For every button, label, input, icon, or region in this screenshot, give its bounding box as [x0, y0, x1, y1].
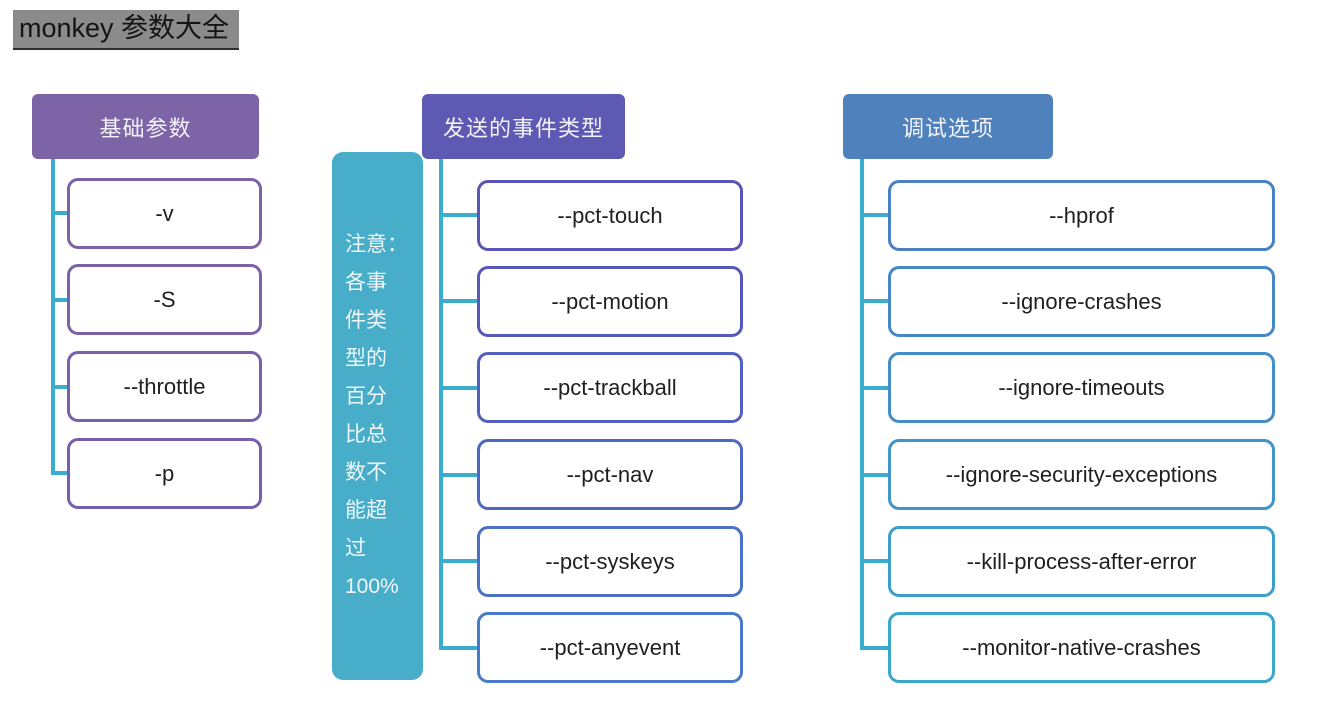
- connector-line: [439, 159, 443, 650]
- connector-line: [439, 386, 477, 390]
- param-node-pct-trackball: --pct-trackball: [477, 352, 743, 423]
- connector-line: [51, 211, 67, 215]
- param-node-throttle: --throttle: [67, 351, 262, 422]
- connector-line: [439, 213, 477, 217]
- param-node-monitor-native-crashes: --monitor-native-crashes: [888, 612, 1275, 683]
- param-node-pct-nav: --pct-nav: [477, 439, 743, 510]
- page-title: monkey 参数大全: [13, 10, 240, 50]
- param-node-ignore-timeouts: --ignore-timeouts: [888, 352, 1275, 423]
- connector-line: [860, 213, 888, 217]
- connector-line: [860, 646, 888, 650]
- param-node-pct-syskeys: --pct-syskeys: [477, 526, 743, 597]
- connector-line: [51, 471, 67, 475]
- connector-line: [439, 473, 477, 477]
- connector-line: [860, 559, 888, 563]
- param-node-p: -p: [67, 438, 262, 509]
- connector-line: [860, 473, 888, 477]
- connector-line: [439, 299, 477, 303]
- connector-line: [51, 385, 67, 389]
- note-percentage-limit: 注意： 各事 件类 型的 百分 比总 数不 能超 过 100%: [332, 152, 423, 680]
- connector-line: [439, 646, 477, 650]
- group-header-basic-params: 基础参数: [32, 94, 259, 159]
- param-node-kill-process-after-error: --kill-process-after-error: [888, 526, 1275, 597]
- param-node-v: -v: [67, 178, 262, 249]
- param-node-S: -S: [67, 264, 262, 335]
- connector-line: [51, 298, 67, 302]
- connector-line: [860, 386, 888, 390]
- group-header-event-types: 发送的事件类型: [422, 94, 625, 159]
- connector-line: [439, 559, 477, 563]
- connector-line: [860, 159, 864, 650]
- param-node-ignore-security-exceptions: --ignore-security-exceptions: [888, 439, 1275, 510]
- connector-line: [860, 299, 888, 303]
- param-node-pct-anyevent: --pct-anyevent: [477, 612, 743, 683]
- param-node-pct-motion: --pct-motion: [477, 266, 743, 337]
- param-node-hprof: --hprof: [888, 180, 1275, 251]
- param-node-pct-touch: --pct-touch: [477, 180, 743, 251]
- connector-line: [51, 159, 55, 475]
- group-header-debug-options: 调试选项: [843, 94, 1053, 159]
- param-node-ignore-crashes: --ignore-crashes: [888, 266, 1275, 337]
